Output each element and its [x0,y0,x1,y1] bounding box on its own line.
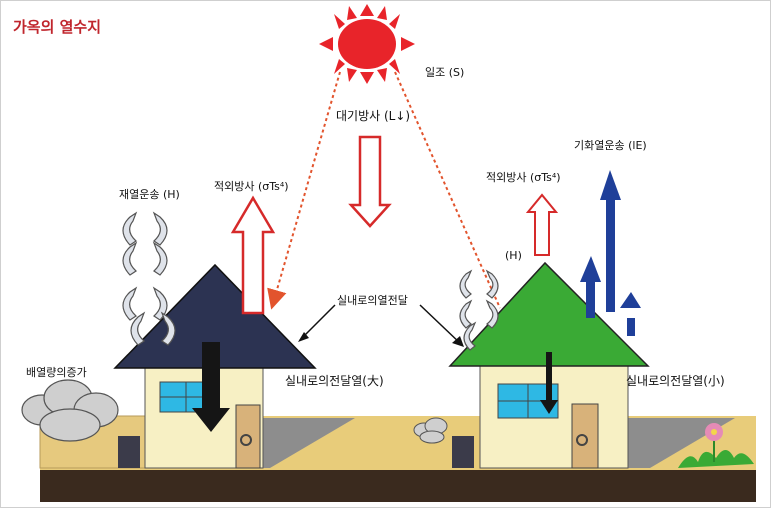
infrared-radiation-left-label: 적외방사 (σTs⁴) [214,180,289,193]
indoor-heat-transfer-label: 실내로의열전달 [337,294,408,307]
sensible-heat-swirl-left [122,211,176,346]
insolation-ray-right [394,71,501,309]
sensible-heat-swirl-right [459,269,499,351]
exhaust-heat-increase-label: 배열량의증가 [26,366,87,379]
left-house-door [235,404,261,469]
infrared-radiation-left-arrow [230,195,276,315]
atmospheric-radiation-label: 대기방사 (L↓) [336,109,411,123]
ground-soil [40,468,756,502]
page-title: 가옥의 열수지 [13,18,102,36]
left-wall-shadow [262,418,355,468]
right-house [448,193,650,469]
indoor-transfer-pointer-right [419,304,463,346]
latent-heat-transport-label: 기화열운송 (lE) [574,139,647,152]
right-house-roof [448,261,650,367]
right-small-door [452,436,474,468]
exhaust-cloud [21,379,119,442]
sensible-heat-transport-label: 재열운송 (H) [119,188,180,201]
atmospheric-radiation-arrow [348,135,392,228]
indoor-transfer-pointer-left [299,304,336,341]
indoor-heat-small-arrow [546,352,552,402]
indoor-heat-large-label: 실내로의전달열(大) [285,374,384,388]
latent-heat-arrows [580,170,641,336]
flower-icon [678,423,754,468]
insolation-label: 일조 (S) [425,66,465,79]
indoor-heat-small-label: 실내로의전달열(小) [626,374,725,388]
sensible-heat-right-label: (H) [505,249,522,262]
small-cloud [413,417,448,444]
indoor-heat-large-arrow [192,342,230,432]
infrared-radiation-right-label: 적외방사 (σTs⁴) [486,171,561,184]
infrared-radiation-right-arrow [525,193,559,256]
sun-icon [319,4,415,84]
left-small-door [118,436,140,468]
